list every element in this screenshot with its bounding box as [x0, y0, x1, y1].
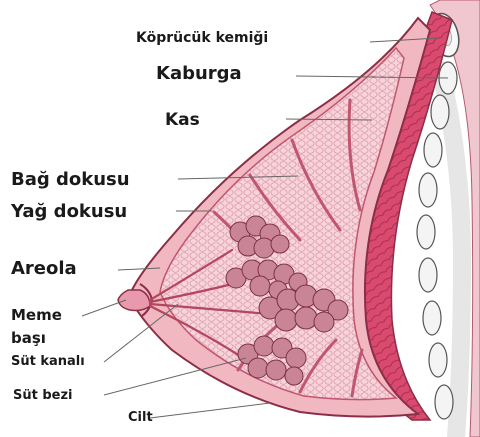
rib-cross-section [431, 95, 449, 129]
label-fat-tissue: Yağ dokusu [11, 203, 127, 221]
label-muscle: Kas [165, 112, 200, 129]
label-nipple-line2: başı [11, 331, 46, 346]
rib-cross-section [423, 301, 441, 335]
label-areola: Areola [11, 260, 77, 278]
leader-nipple [82, 300, 126, 316]
rib-cross-section [419, 173, 437, 207]
label-milk-duct: Süt kanalı [11, 355, 85, 368]
nipple [118, 290, 150, 311]
rib-cross-section [435, 385, 453, 419]
label-milk-gland: Süt bezi [13, 389, 73, 402]
label-nipple-line1: Meme [11, 308, 62, 323]
label-rib: Kaburga [156, 65, 242, 83]
label-skin: Cilt [128, 411, 153, 424]
rib-cross-section [424, 133, 442, 167]
rib-cross-section [417, 215, 435, 249]
label-clavicle: Köprücük kemiği [136, 31, 268, 45]
leader-skin [150, 403, 270, 418]
rib-cross-section [429, 343, 447, 377]
label-connective-tissue: Bağ dokusu [11, 171, 130, 189]
rib-cross-section [419, 258, 437, 292]
